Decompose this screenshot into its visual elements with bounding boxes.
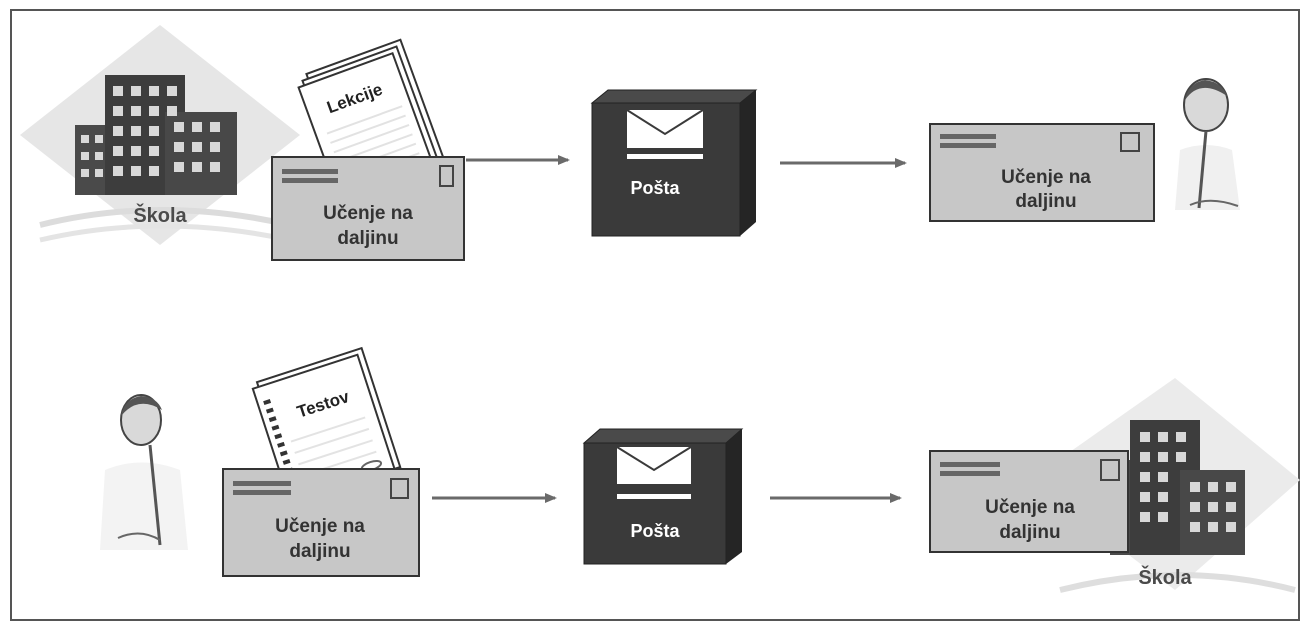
sender-envelope-top: Učenje na daljinu — [271, 156, 465, 261]
sender-envelope-top-line1: Učenje na — [323, 203, 413, 224]
post-label-bottom: Pošta — [630, 521, 680, 541]
diagram-frame — [10, 9, 1300, 621]
school-label-top: Škola — [133, 203, 187, 227]
post-box-bottom-icon — [582, 428, 744, 565]
student-figure-bottom-icon — [100, 394, 188, 550]
received-envelope-bottom-line1: Učenje na — [985, 497, 1075, 518]
sender-envelope-top-line2: daljinu — [337, 228, 398, 249]
school-building-icon — [20, 25, 300, 245]
school-label-bottom: Škola — [1138, 565, 1192, 589]
sender-envelope-bottom-line2: daljinu — [289, 541, 350, 562]
received-envelope-bottom: Učenje na daljinu — [929, 450, 1129, 553]
post-box-top-icon — [590, 89, 758, 237]
school-building-bottom-icon — [1030, 378, 1300, 593]
received-envelope-top: Učenje na daljinu — [929, 123, 1155, 222]
sender-envelope-bottom: Učenje na daljinu — [222, 468, 420, 577]
student-figure-top-icon — [1175, 78, 1240, 210]
received-envelope-top-line1: Učenje na — [1001, 167, 1091, 188]
received-envelope-top-line2: daljinu — [1015, 191, 1076, 212]
received-envelope-bottom-line2: daljinu — [999, 522, 1060, 543]
post-label-top: Pošta — [630, 178, 680, 198]
sender-envelope-bottom-line1: Učenje na — [275, 516, 365, 537]
